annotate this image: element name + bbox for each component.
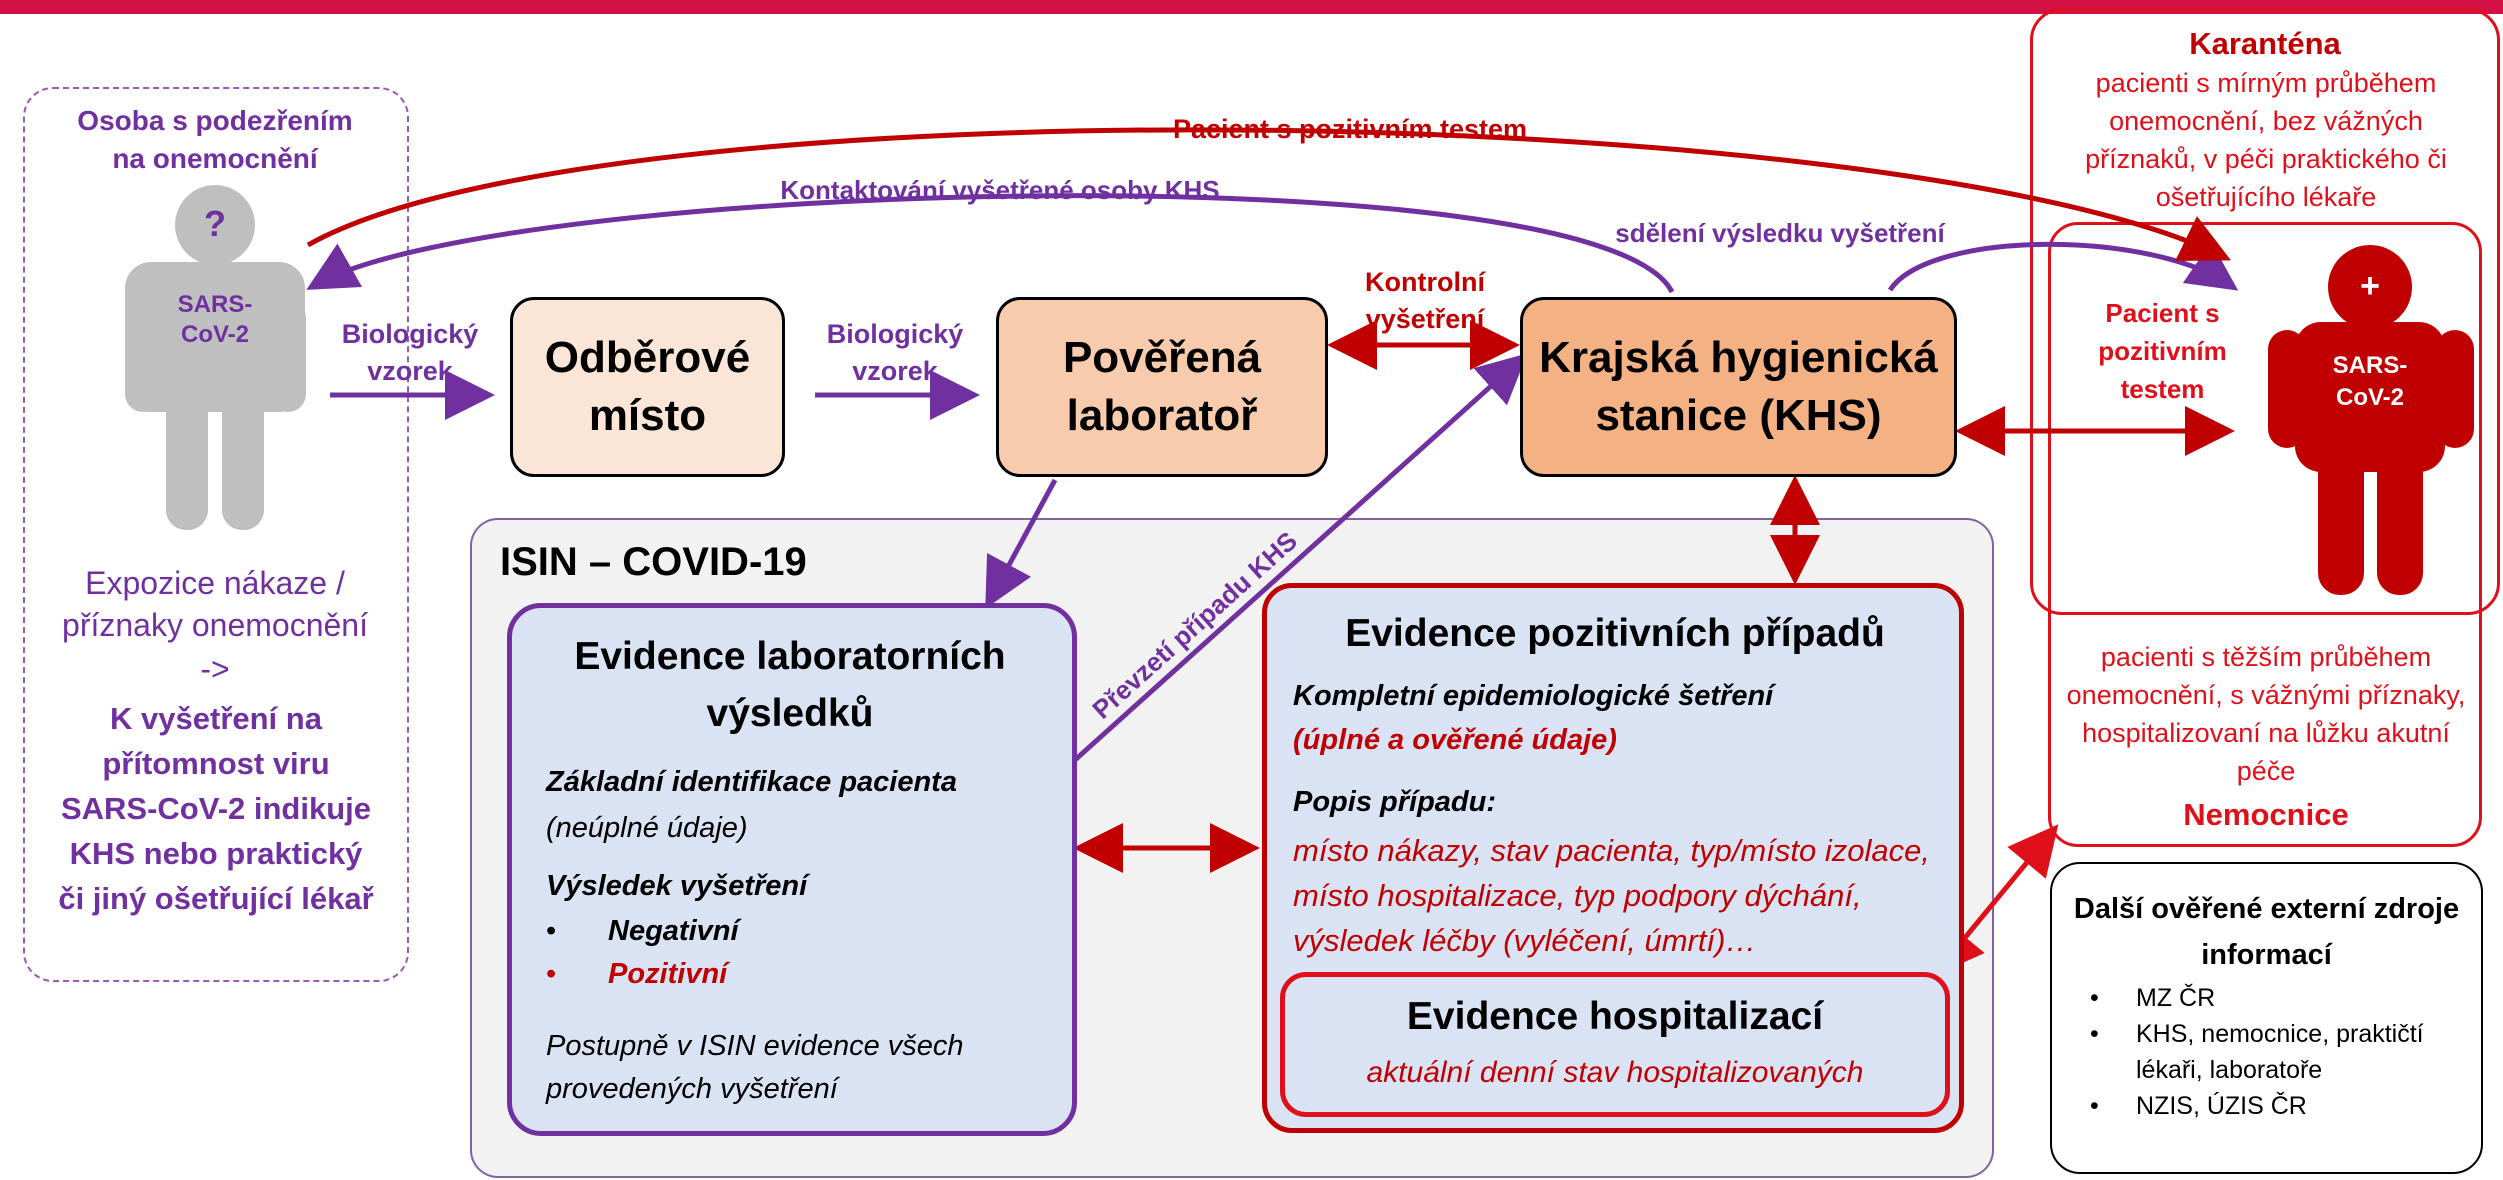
nemocnice-text: pacienti s těžším průběhem onemocnění, s… [2066,642,2466,786]
karantena-text: pacienti s mírným průběhem onemocnění, b… [2085,68,2447,212]
nemocnice-panel [2048,222,2482,847]
suspect-person-icon [125,185,306,530]
suspect-person-panel [23,87,409,982]
bio-sample-label-2: Biologický vzorek [826,319,964,386]
positive-patient-icon [2268,245,2474,595]
pacient-pozitivni-label: Pacient s pozitivním testem [1172,114,1528,144]
nemocnice-title: Nemocnice [2183,797,2349,832]
karantena-title: Karanténa [2189,26,2341,61]
suspect-title: Osoba s podezřením na onemocnění [77,105,353,174]
lab-result-positive-row: •Pozitivní [546,958,728,990]
external-sources-title: Další ověřené externí zdroje informací [2073,893,2460,971]
positive-cases-title: Evidence pozitivních případů [1345,612,1885,655]
laborator-node: Pověřená laboratoř [996,297,1328,477]
positive-cases-subtitle-note: (úplné a ověřené údaje) [1293,724,1617,756]
bio-sample-label-1: Biologický vzorek [341,319,479,386]
khs-node: Krajská hygienická stanice (KHS) [1520,297,1957,477]
lab-result-negative-row: •Negativní [546,915,739,947]
arrow-pacient-pozitivni [306,127,2232,262]
odberove-misto-node: Odběrové místo [510,297,785,477]
patient-figure-label: SARS-CoV-2 [2332,352,2408,411]
popis-text: místo nákazy, stav pacienta, typ/místo i… [1293,833,1930,958]
arrow-sdeleni [1887,241,2239,292]
hospitalizations-title: Evidence hospitalizací [1406,995,1824,1038]
external-sources-list: MZ ČR KHS, nemocnice, praktičtí lékaři, … [2060,980,2460,1124]
positive-patient-label: Pacient s pozitivním testem [2098,298,2227,404]
lab-footer: Postupně v ISIN evidence všech provedený… [546,1030,964,1105]
exposure-text: Expozice nákaze / příznaky onemocnění [62,565,368,643]
suspect-figure-label: SARS-CoV-2 [177,291,253,348]
arrow-lab-to-isin [985,478,1058,609]
external-source-item: KHS, nemocnice, praktičtí lékaři, labora… [2090,1016,2460,1088]
lab-result-title: Výsledek vyšetření [546,870,808,902]
lab-ident-title: Základní identifikace pacienta [546,766,957,798]
exposure-arrow-text: -> [200,651,230,687]
lab-result-negative: Negativní [608,915,739,947]
arrow-kontaktovani [306,193,1675,294]
external-source-item: NZIS, ÚZIS ČR [2090,1088,2460,1124]
indication-text: K vyšetření na přítomnost viru SARS-CoV-… [58,701,374,916]
suspect-question-mark: ? [204,203,226,244]
sdeleni-label: sdělení výsledku vyšetření [1615,218,1945,248]
hospitalizations-subtitle: aktuální denní stav hospitalizovaných [1366,1056,1864,1089]
kontrolni-label: Kontrolní vyšetření [1365,267,1485,334]
karantena-panel [2030,8,2500,615]
lab-results-title: Evidence laboratorních výsledků [574,635,1006,735]
hospitalizations-box [1280,972,1950,1117]
lab-ident-note: (neúplné údaje) [546,812,748,844]
popis-title: Popis případu: [1293,786,1496,818]
top-accent-bar [0,0,2503,14]
external-source-item: MZ ČR [2090,980,2460,1016]
positive-cases-subtitle: Kompletní epidemiologické šetření [1293,680,1774,712]
lab-results-box [507,603,1077,1136]
kontaktovani-label: Kontaktování vyšetřené osoby KHS [780,175,1220,205]
lab-result-positive: Pozitivní [608,958,728,990]
isin-title: ISIN – COVID-19 [500,540,807,584]
patient-plus-sign: + [2360,267,2380,305]
